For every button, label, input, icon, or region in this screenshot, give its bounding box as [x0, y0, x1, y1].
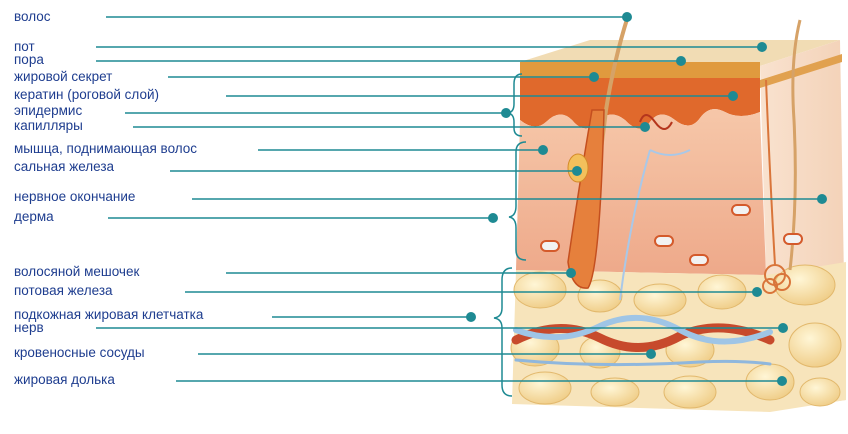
- label-keratin: кератин (роговой слой): [14, 87, 159, 103]
- dot-vessels: [646, 349, 656, 359]
- dot-sweat: [757, 42, 767, 52]
- label-nerve-ending: нервное окончание: [14, 189, 135, 205]
- label-sweat-gland: потовая железа: [14, 283, 113, 299]
- stratum-corneum-layer: [520, 62, 760, 78]
- dot-follicle: [566, 268, 576, 278]
- dot-epidermis: [501, 108, 511, 118]
- dot-keratin: [728, 91, 738, 101]
- label-sebaceous: сальная железа: [14, 159, 114, 175]
- label-pore: пора: [14, 52, 44, 68]
- label-fat-lobule: жировая долька: [14, 372, 115, 388]
- dot-nerve: [778, 323, 788, 333]
- label-vessels: кровеносные сосуды: [14, 345, 145, 361]
- label-sebum: жировой секрет: [14, 69, 112, 85]
- dot-nerve-ending: [817, 194, 827, 204]
- label-dermis: дерма: [14, 209, 54, 225]
- dot-hair: [622, 12, 632, 22]
- dot-sebum: [589, 72, 599, 82]
- label-hair: волос: [14, 9, 51, 25]
- dot-sweat-gland: [752, 287, 762, 297]
- dot-dermis: [488, 213, 498, 223]
- label-capillaries: капилляры: [14, 118, 83, 134]
- dot-fat-lobule: [777, 376, 787, 386]
- label-nerve: нерв: [14, 320, 44, 336]
- label-epidermis: эпидермис: [14, 103, 82, 119]
- dot-sebaceous: [572, 166, 582, 176]
- dot-pore: [676, 56, 686, 66]
- dot-arrector: [538, 145, 548, 155]
- label-arrector: мышца, поднимающая волос: [14, 141, 197, 157]
- dot-capillaries: [640, 122, 650, 132]
- label-follicle: волосяной мешочек: [14, 264, 139, 280]
- bracket-hypodermis: [494, 268, 512, 396]
- dot-hypodermis: [466, 312, 476, 322]
